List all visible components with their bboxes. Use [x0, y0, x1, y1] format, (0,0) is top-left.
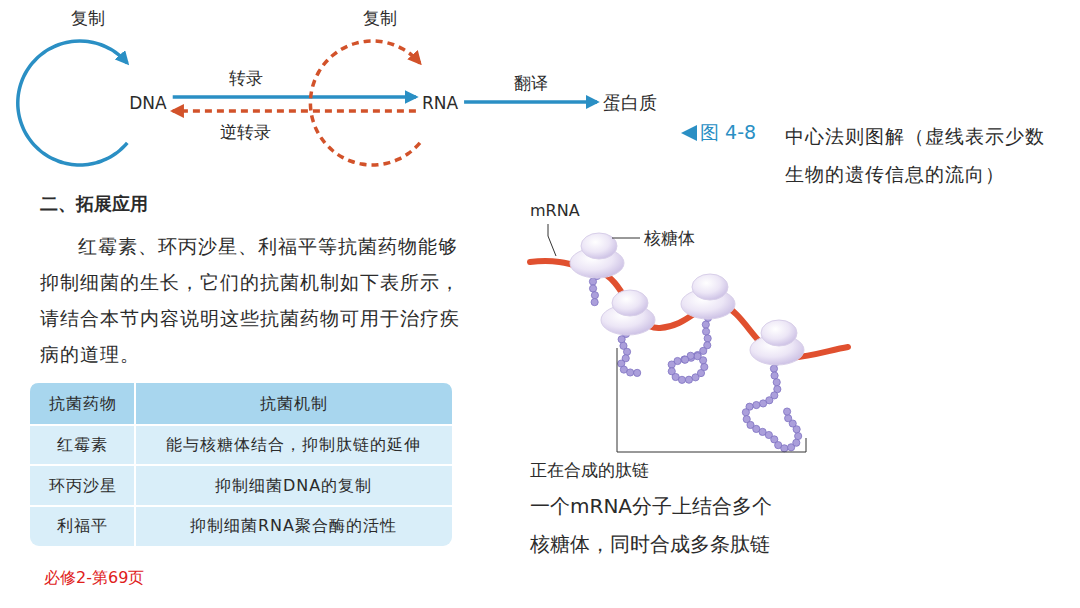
table-ground	[30, 383, 452, 546]
peptide-bead	[681, 356, 688, 363]
ribosome	[750, 320, 804, 365]
peptide-bead	[668, 361, 675, 368]
peptide-bead	[785, 415, 792, 422]
pointer-triangle	[681, 125, 697, 141]
peptide-chain	[746, 362, 798, 448]
figure-number: 图 4-8	[700, 120, 780, 145]
leader-line	[612, 238, 640, 239]
peptide-bead	[795, 432, 802, 439]
peptide-bead	[694, 353, 701, 360]
peptide-chain	[671, 318, 708, 380]
figure-note: 一个mRNA分子上结合多个核糖体，同时合成多条肽链	[530, 487, 780, 563]
edge-label: 翻译	[512, 72, 550, 94]
table-cell: 环丙沙星	[30, 465, 135, 506]
peptide-bead	[623, 348, 630, 355]
node-text: 蛋白质	[603, 91, 657, 115]
edge-label: 逆转录	[218, 121, 273, 143]
peptide-bead	[781, 445, 788, 452]
peptide-bead	[702, 321, 709, 328]
peptide-bead	[589, 278, 596, 285]
peptide-bead	[681, 356, 688, 363]
peptide-bead	[701, 363, 708, 370]
part-label: 核糖体	[644, 227, 734, 249]
leader-line	[548, 224, 556, 256]
flow-arrow	[173, 95, 416, 99]
node-text: RNA	[422, 93, 458, 113]
peptide-bead	[793, 439, 800, 446]
peptide-bead	[704, 335, 711, 342]
table-cell: 利福平	[30, 506, 135, 546]
table-rule	[30, 424, 452, 426]
term-node: 蛋白质	[599, 89, 661, 117]
section-heading: 二、拓展应用	[40, 192, 340, 215]
table-rule	[134, 383, 136, 546]
part-label: 正在合成的肽链	[530, 459, 710, 481]
page-note: 必修2-第69页	[44, 567, 244, 588]
ribosome	[570, 233, 624, 278]
paragraph: 红霉素、环丙沙星、利福平等抗菌药物能够抑制细菌的生长，它们的抗菌机制如下表所示，…	[40, 228, 465, 372]
peptide-bead	[770, 365, 777, 372]
peptide-bead	[760, 400, 767, 407]
peptide-bead	[678, 376, 685, 383]
flow-arrow	[173, 109, 416, 113]
peptide-bead	[742, 409, 749, 416]
table-cell: 红霉素	[30, 425, 135, 465]
peptide-bead	[773, 379, 780, 386]
ribosome	[681, 274, 735, 319]
part-label: mRNA	[530, 200, 610, 221]
table-cell: 抑制细菌DNA的复制	[135, 465, 452, 506]
flow-arrow	[18, 41, 127, 165]
figure-caption: 中心法则图解（虚线表示少数生物的遗传信息的流向）	[785, 117, 1051, 193]
peptide-bead	[634, 369, 641, 376]
edge-label: 转录	[227, 67, 265, 89]
peptide-bead	[783, 408, 790, 415]
table	[30, 383, 452, 546]
term-node: RNA	[418, 91, 462, 115]
peptide-bead	[589, 285, 596, 292]
edge-label: 复制	[69, 7, 107, 29]
node-text: DNA	[129, 93, 166, 113]
table-cell: 抗菌药物	[30, 383, 135, 425]
table-header	[30, 383, 452, 425]
peptide-bead	[753, 401, 760, 408]
flow-arrow	[310, 41, 419, 165]
peptide-bead	[627, 369, 634, 376]
flow-arrow	[464, 100, 597, 104]
peptide-bead	[591, 299, 598, 306]
term-node: DNA	[125, 91, 170, 115]
table-cell: 抗菌机制	[135, 383, 452, 425]
edge-label: 复制	[361, 7, 399, 29]
peptide-bead	[591, 292, 598, 299]
ribosome	[601, 290, 655, 335]
table-cell: 能与核糖体结合，抑制肽链的延伸	[135, 425, 452, 465]
table-rule	[30, 464, 452, 466]
table-rule	[30, 505, 452, 507]
peptide-bead	[702, 328, 709, 335]
peptide-bead	[685, 376, 692, 383]
table-cell: 抑制细菌RNA聚合酶的活性	[135, 506, 452, 546]
peptide-bead	[771, 372, 778, 379]
leader-bracket	[617, 348, 806, 452]
peptide-bead	[618, 336, 625, 343]
